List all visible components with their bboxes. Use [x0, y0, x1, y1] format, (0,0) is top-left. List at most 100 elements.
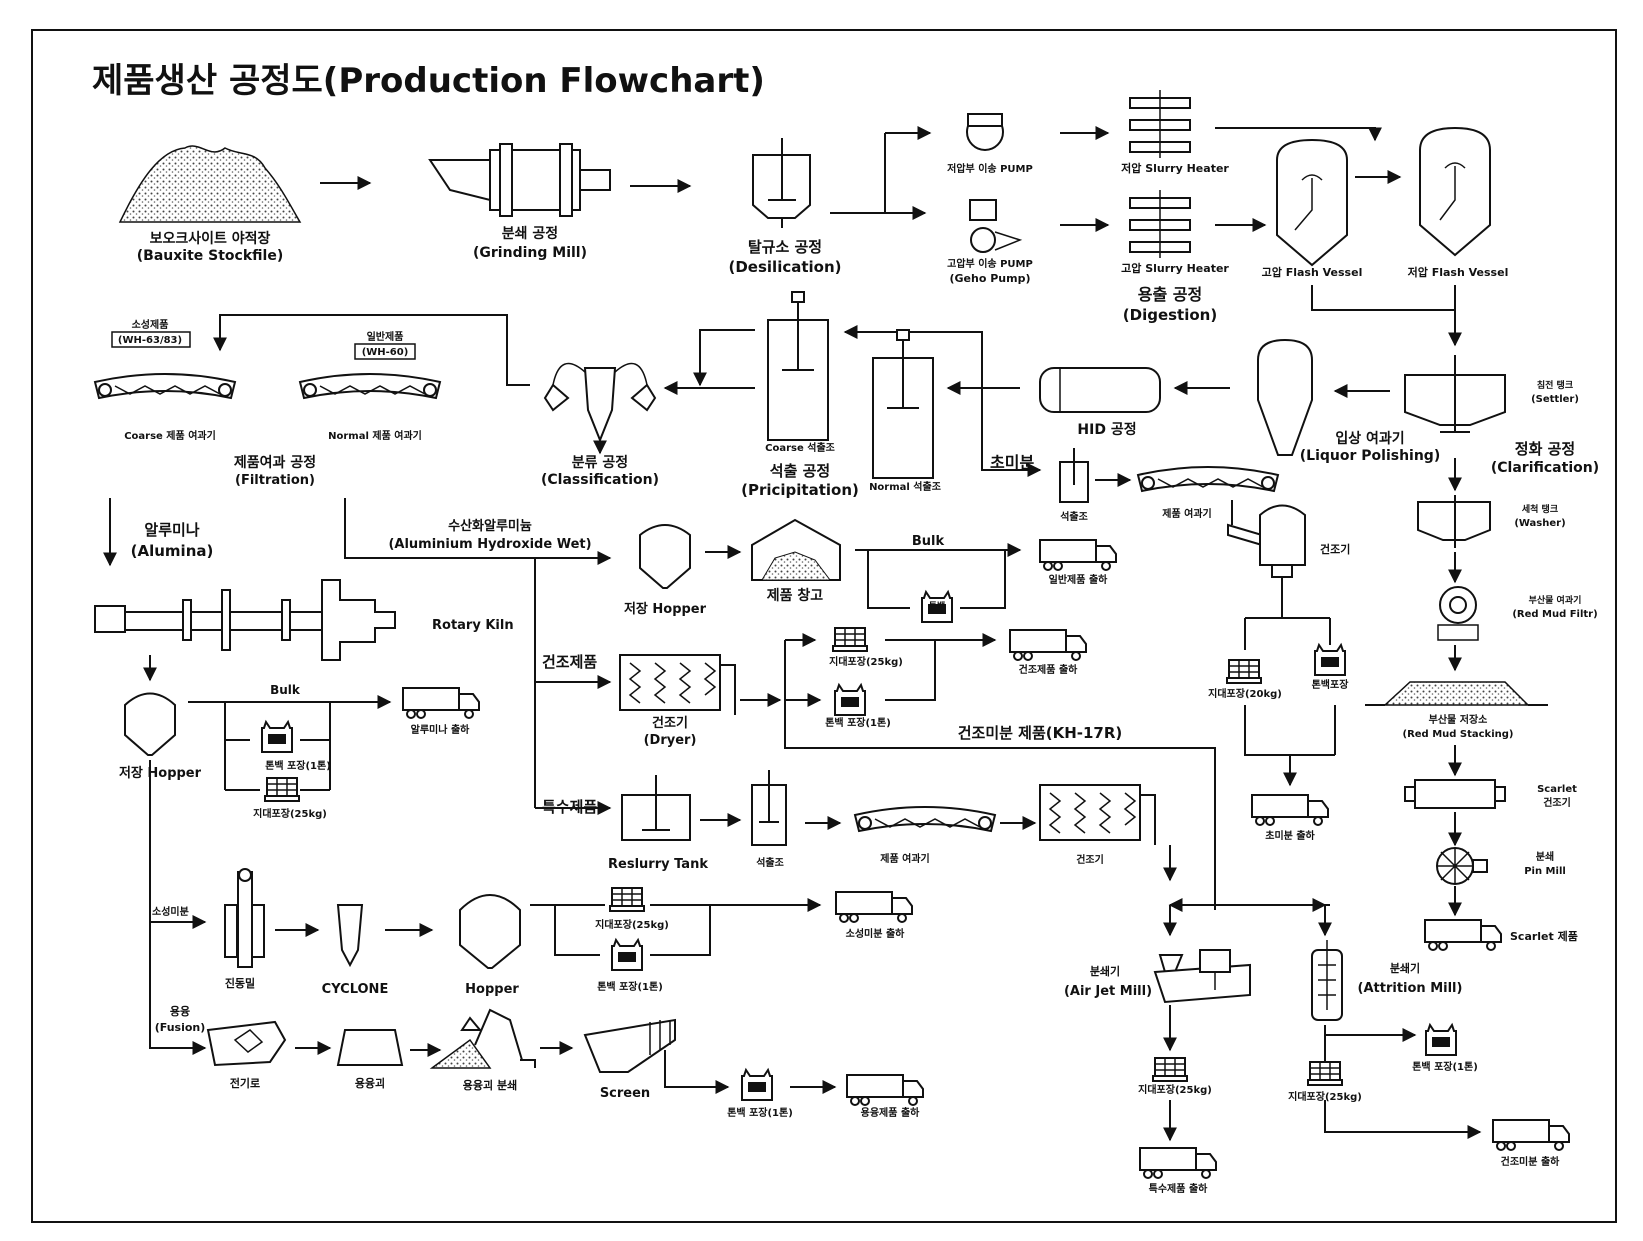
calcined-tonbag-label: 톤백 포장(1톤)	[597, 980, 663, 993]
classification-label: 분류 공정	[572, 454, 628, 471]
classification-sub: (Classification)	[541, 472, 659, 488]
tonbag-icon	[834, 684, 866, 716]
cyclone-label: CYCLONE	[322, 982, 389, 997]
arrow	[693, 329, 755, 387]
truck-icon	[1139, 1147, 1217, 1179]
scarlet-dryer: Scarlet 건조기	[1404, 779, 1577, 809]
washer-tank: 세척 탱크 (Washer)	[1417, 495, 1566, 548]
vibration-mill: 진동밀	[224, 868, 265, 990]
grinding-mill: 분쇄 공정 (Grinding Mill)	[428, 143, 611, 261]
special-product-label: 특수제품	[542, 798, 597, 816]
tonbag-text: 톤백	[929, 600, 946, 612]
special-ship-label: 특수제품 출하	[1149, 1182, 1208, 1195]
coarse-filter-icon	[94, 373, 236, 399]
liquor-sub: (Liquor Polishing)	[1300, 448, 1440, 464]
tag-wh63-label: 소성제품	[132, 318, 169, 331]
normal-precip-label: Normal 석출조	[869, 480, 941, 493]
dryer-label: 건조기	[652, 715, 688, 731]
line	[1311, 285, 1455, 311]
warehouse-label: 제품 창고	[767, 587, 824, 604]
rotary-kiln-label: Rotary Kiln	[432, 618, 514, 633]
line	[224, 702, 331, 791]
truck-icon	[1039, 539, 1117, 571]
coarse-filter-label: Coarse 제품 여과기	[124, 429, 216, 442]
bauxite-label: 보오크사이트 야적장	[150, 230, 271, 247]
hp-flash-vessel: 고압 Flash Vessel	[1262, 138, 1362, 279]
red-mud-filter-label: 부산물 여과기	[1529, 594, 1582, 606]
desilication-label: 탈규소 공정	[748, 238, 822, 256]
attrition-mill: 분쇄기 (Attrition Mill)	[1311, 940, 1462, 1021]
red-mud-filter: 부산물 여과기 (Red Mud Filtr)	[1437, 586, 1598, 641]
tonbag-icon	[611, 939, 643, 971]
tonbag-icon	[261, 721, 293, 753]
fused-lump-label: 용융괴	[355, 1076, 385, 1090]
line	[1244, 577, 1331, 650]
alumina-ship-label: 알루미나 출하	[411, 723, 470, 736]
pallet-icon	[832, 627, 868, 652]
uf-filter-label: 제품 여과기	[1162, 507, 1211, 520]
hid-icon	[1039, 367, 1161, 413]
geho-pump-icon	[969, 199, 997, 221]
furnace-icon	[206, 1020, 287, 1067]
scarlet-product-label: Scarlet 제품	[1510, 929, 1578, 943]
liquor-filter-icon	[1257, 338, 1313, 456]
line	[784, 640, 1216, 910]
calcined-fine-label: 소성미분	[152, 905, 189, 918]
product-warehouse: 제품 창고	[751, 518, 841, 604]
attr-bag-label: 지대포장(25kg)	[1288, 1090, 1362, 1103]
furnace-label: 전기로	[230, 1076, 260, 1090]
cyclone: CYCLONE	[322, 904, 389, 997]
uf-tonbag-label: 톤백포장	[1312, 678, 1350, 691]
dryer-sub: (Dryer)	[644, 733, 697, 748]
line	[867, 550, 1006, 609]
hopper-store-label: 저장 Hopper	[119, 765, 202, 781]
coarse-precip-label: Coarse 석출조	[765, 441, 835, 454]
scarlet-dryer-label: Scarlet	[1537, 784, 1577, 795]
grinding-sub: (Grinding Mill)	[473, 245, 587, 261]
red-mud-filter-sub: (Red Mud Filtr)	[1512, 609, 1597, 620]
fusion-sub: (Fusion)	[155, 1021, 206, 1034]
arrow	[1215, 127, 1382, 142]
line	[1324, 1025, 1415, 1062]
lp-flash-label: 저압 Flash Vessel	[1408, 265, 1509, 279]
tag-wh63: 소성제품 (WH-63/83)	[111, 318, 191, 348]
settler-label: 침전 탱크	[1537, 379, 1573, 391]
hopper-icon	[124, 692, 176, 756]
digestion-label: 용출 공정	[1138, 285, 1202, 304]
mud-stack-label: 부산물 저장소	[1429, 713, 1488, 726]
fused-tonbag-label: 톤백 포장(1톤)	[727, 1106, 793, 1119]
hid-label: HID 공정	[1077, 421, 1136, 438]
hopper-2: Hopper	[459, 894, 521, 997]
hopper-icon	[459, 894, 521, 969]
desilication-sub: (Desilication)	[729, 258, 842, 276]
cyclone-icon	[336, 904, 364, 968]
crushing-label: 용융괴 분쇄	[463, 1078, 517, 1092]
sp-dryer-icon	[1039, 784, 1156, 846]
sp-dryer-label: 건조기	[1076, 853, 1104, 866]
sp-filter-label: 제품 여과기	[880, 852, 929, 865]
grinding-mill-icon	[428, 159, 491, 202]
lump-crushing: 용융괴 분쇄	[429, 1008, 536, 1092]
screen-label: Screen	[600, 1086, 650, 1101]
coarse-precip-tank: Coarse 석출조	[765, 291, 835, 454]
bulk-label-1: Bulk	[270, 683, 301, 697]
attr-label: 분쇄기	[1390, 961, 1420, 975]
washer-label: 세척 탱크	[1522, 503, 1558, 515]
pallet-icon	[609, 887, 645, 912]
classification-cyclone: 분류 공정 (Classification)	[541, 362, 659, 488]
vib-mill-label: 진동밀	[225, 976, 255, 990]
ajm-label: 분쇄기	[1090, 964, 1120, 978]
screen: Screen	[583, 1018, 676, 1101]
precip-sub: (Pricipitation)	[741, 481, 859, 499]
lump-icon	[336, 1029, 404, 1066]
ajm-bag-label: 지대포장(25kg)	[1138, 1083, 1212, 1096]
scarlet-dryer-icon	[1414, 779, 1496, 809]
pin-mill-label: 분쇄	[1536, 850, 1554, 863]
truck-icon	[1009, 629, 1087, 661]
arrow	[843, 325, 983, 388]
calcined-ship-label: 소성미분 출하	[846, 927, 905, 940]
lp-flash-vessel: 저압 Flash Vessel	[1408, 126, 1509, 279]
uf-dryer: 건조기	[1259, 504, 1350, 578]
scarlet-dryer-sub: 건조기	[1543, 796, 1571, 809]
